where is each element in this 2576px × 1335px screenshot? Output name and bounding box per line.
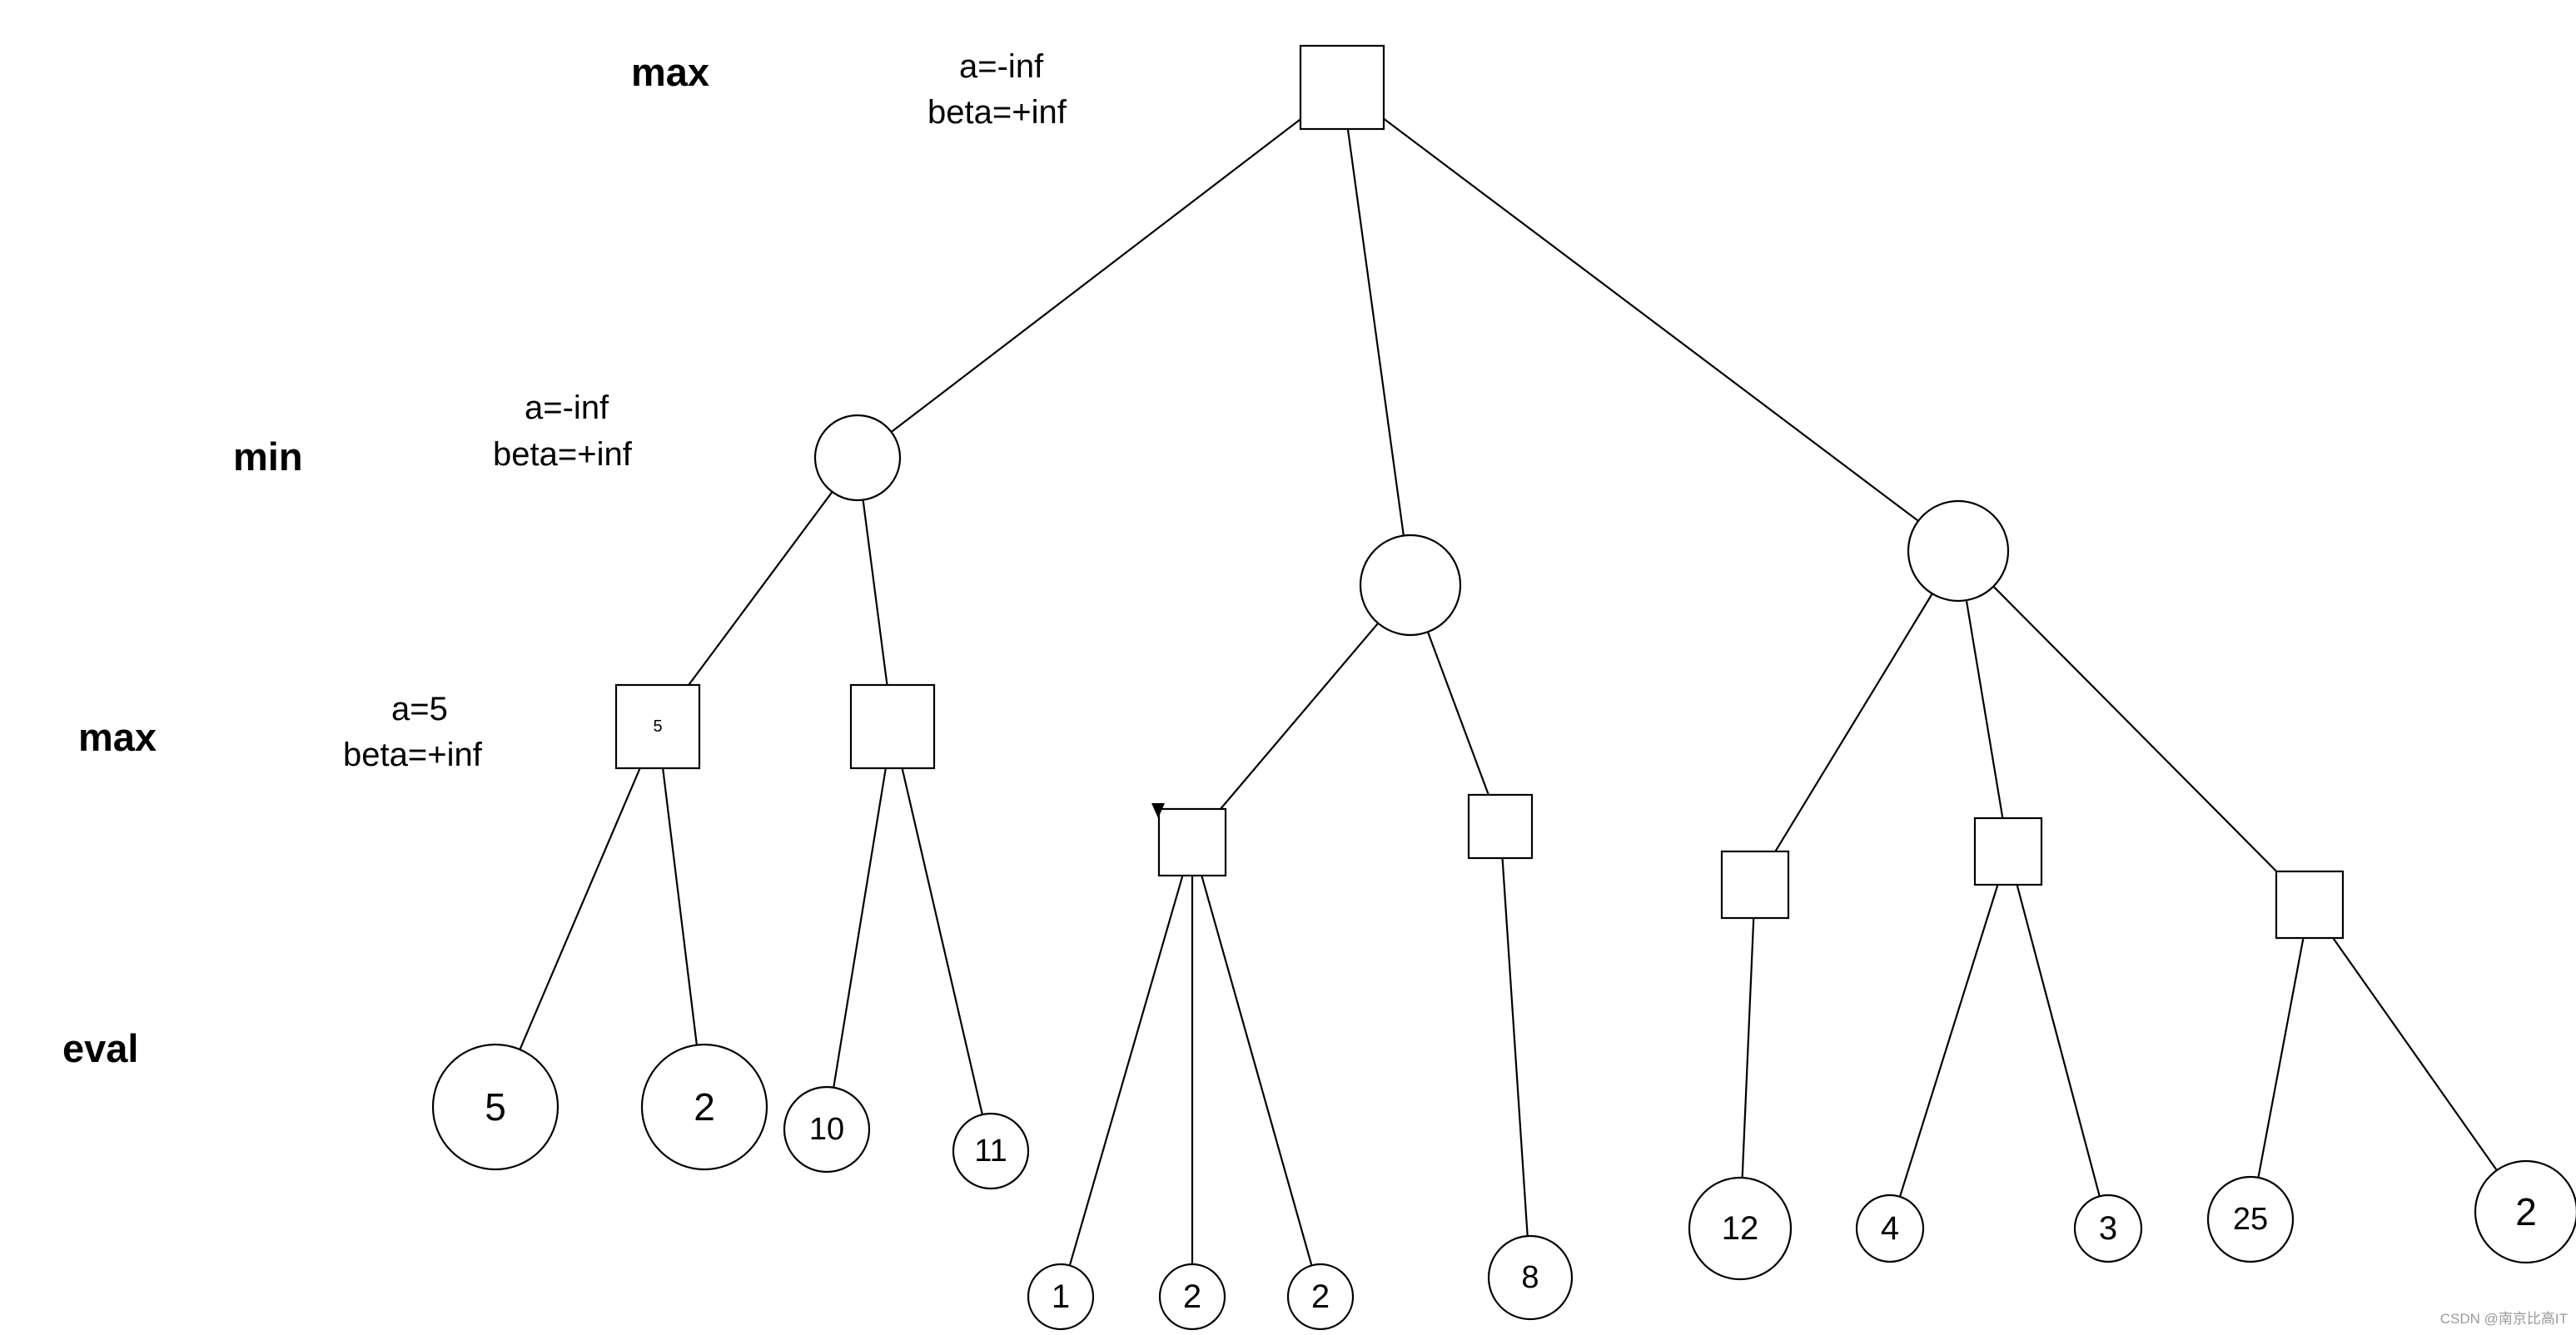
node-value-label: 2 [1311,1278,1330,1315]
circle-node-shape [640,1043,768,1171]
node-value-label: 25 [2233,1202,2268,1237]
node-max-4 [1467,793,1534,860]
edge-min_right-to-max_5 [1774,593,1933,852]
edge-min_right-to-max_7 [1992,585,2278,872]
node-value-label: 2 [694,1085,715,1129]
square-node-shape [1973,816,2043,886]
node-min-left [813,414,902,502]
edge-max_5-to-leaf_12 [1741,917,1755,1179]
square-node-shape [614,683,701,770]
max-alpha-annotation: a=5 [391,691,448,727]
circle-node-shape [813,414,902,502]
root-alpha-annotation: a=-inf [959,48,1044,85]
node-leaf-2d: 2 [2474,1159,2576,1264]
circle-node-shape [2073,1194,2143,1263]
level-label-max-root: max [631,50,709,94]
node-value-label: 5 [653,717,662,736]
edge-max_3-to-leaf_2c [1201,875,1313,1266]
edge-min_left-to-max_2 [862,499,888,686]
level-label-eval: eval [62,1026,138,1070]
node-leaf-8: 8 [1487,1234,1574,1321]
edge-max_7-to-leaf_2d [2332,937,2498,1171]
node-value-label: 2 [1183,1278,1201,1315]
node-max-3 [1157,807,1227,877]
level-label-min: min [233,434,303,479]
node-leaf-5: 5 [431,1043,559,1171]
circle-node-shape [952,1112,1030,1190]
node-value-label: 12 [1722,1210,1759,1247]
node-leaf-10: 10 [783,1085,871,1174]
square-node-shape [1157,807,1227,877]
node-max-7 [2275,870,2345,940]
square-node-shape [1720,850,1790,920]
edge-max_1-to-leaf_2a [662,767,698,1045]
circle-node-shape [1907,499,2010,603]
square-node-shape [1299,44,1385,131]
min-beta-annotation: beta=+inf [493,436,633,473]
csdn-watermark: CSDN @南京比高IT [2440,1311,2568,1327]
node-max-6 [1973,816,2043,886]
node-max-2 [849,683,936,770]
node-leaf-11: 11 [952,1112,1030,1190]
edge-min_mid-to-max_4 [1426,631,1489,796]
node-value-label: 2 [2515,1190,2537,1233]
node-leaf-2c: 2 [1286,1263,1355,1331]
node-max-5 [1720,850,1790,920]
node-min-mid [1359,534,1462,637]
tree-edges [519,117,2498,1266]
node-value-label: 3 [2099,1210,2117,1247]
node-min-right [1907,499,2010,603]
max-beta-annotation: beta=+inf [343,737,483,773]
edge-root-to-min_left [890,118,1301,433]
edge-min_right-to-max_6 [1965,600,2004,819]
edge-root-to-min_mid [1346,128,1405,536]
edge-min_left-to-max_1 [688,491,833,686]
node-leaf-25: 25 [2206,1175,2295,1263]
edge-max_4-to-leaf_8 [1501,857,1529,1237]
circle-node-shape [1158,1263,1226,1331]
node-value-label: 4 [1881,1210,1899,1247]
node-leaf-3: 3 [2073,1194,2143,1263]
level-label-max: max [78,715,157,759]
circle-node-shape [783,1085,871,1174]
min-alpha-annotation: a=-inf [525,390,609,426]
circle-node-shape [1688,1176,1793,1281]
circle-node-shape [1487,1234,1574,1321]
square-node-shape [2275,870,2345,940]
circle-node-shape [1359,534,1462,637]
node-max-1: 5 [614,683,701,770]
node-leaf-1: 1 [1027,1263,1095,1331]
edge-max_6-to-leaf_3 [2016,884,2101,1197]
node-leaf-2b: 2 [1158,1263,1226,1331]
circle-node-shape [1286,1263,1355,1331]
node-root [1299,44,1385,131]
edge-max_1-to-leaf_5 [519,767,641,1050]
circle-node-shape [2206,1175,2295,1263]
edge-max_3-to-leaf_1 [1068,875,1184,1266]
node-value-label: 8 [1521,1260,1539,1295]
node-leaf-2a: 2 [640,1043,768,1171]
node-leaf-12: 12 [1688,1176,1793,1281]
node-value-label: 10 [809,1112,844,1147]
edge-max_7-to-leaf_25 [2257,937,2305,1179]
edge-max_2-to-leaf_10 [833,767,887,1088]
square-node-shape [849,683,936,770]
circle-node-shape [1855,1194,1925,1263]
node-value-label: 5 [485,1085,506,1129]
node-value-label: 11 [974,1134,1007,1169]
root-beta-annotation: beta=+inf [927,94,1067,131]
square-node-shape [1467,793,1534,860]
node-value-label: 1 [1052,1278,1070,1315]
node-leaf-4: 4 [1855,1194,1925,1263]
arrow-marker-icon [1151,803,1165,818]
circle-node-shape [2474,1159,2576,1264]
edge-root-to-min_right [1383,117,1919,522]
circle-node-shape [431,1043,559,1171]
edge-max_2-to-leaf_11 [901,767,983,1115]
circle-node-shape [1027,1263,1095,1331]
edge-max_6-to-leaf_4 [1898,884,1999,1198]
edge-min_mid-to-max_3 [1220,623,1380,810]
